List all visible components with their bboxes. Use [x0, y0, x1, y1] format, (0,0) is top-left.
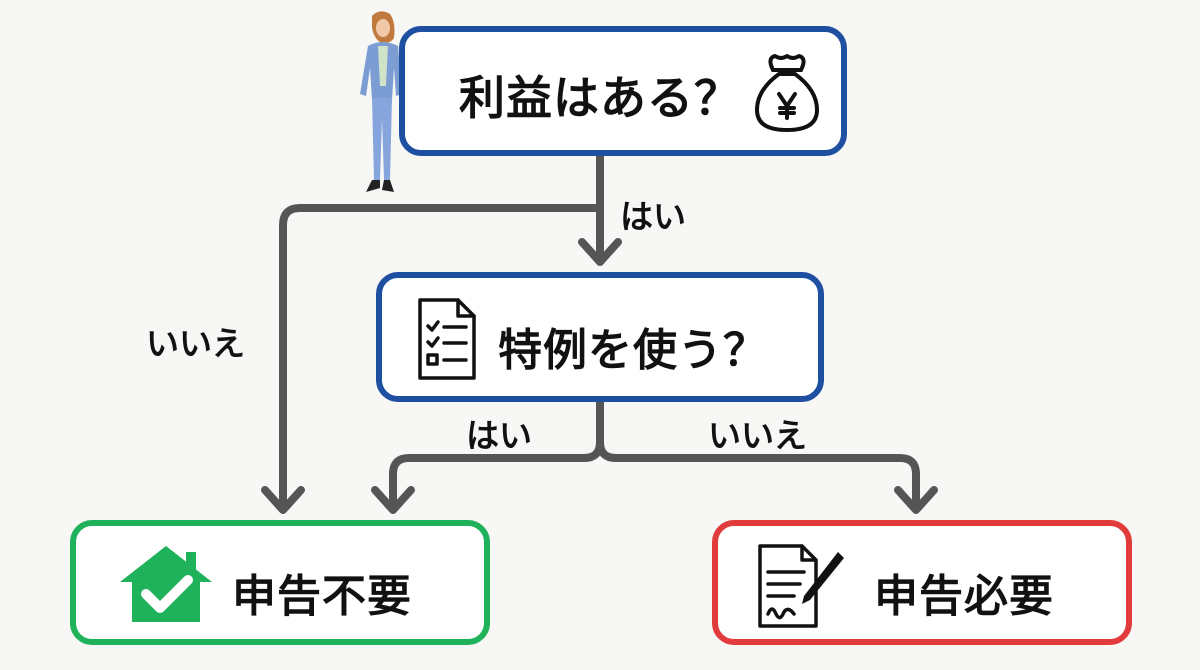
- edge-label-yes-bottom: はい: [466, 416, 532, 455]
- connector-profit-no: [279, 204, 604, 509]
- connector-special-no: [596, 438, 920, 509]
- checklist-document-icon: [418, 298, 476, 380]
- edge-label-no-bottom: いいえ: [708, 416, 807, 455]
- money-bag-yen-icon: [755, 54, 819, 132]
- result-required-label: 申告必要: [874, 571, 1054, 622]
- result-required-box: 申告必要: [712, 520, 1132, 645]
- question-special-box: 特例を使う？: [376, 272, 824, 402]
- person-illustration: [360, 11, 402, 192]
- arrowhead-no-to-required: [894, 486, 938, 514]
- arrowhead-yes-to-not-required: [371, 486, 415, 514]
- question-profit-label: 利益はある？: [459, 71, 741, 125]
- edge-label-yes-top: はい: [620, 197, 686, 236]
- edge-label-no-left: いいえ: [146, 324, 245, 363]
- house-check-icon: [120, 546, 212, 622]
- document-signature-icon: [758, 544, 844, 628]
- question-profit-box: 利益はある？: [399, 26, 847, 156]
- question-special-label: 特例を使う？: [498, 325, 768, 376]
- result-not-required-label: 申告不要: [232, 571, 412, 622]
- result-not-required-box: 申告不要: [70, 520, 490, 645]
- arrowhead-to-special: [578, 238, 622, 266]
- arrowhead-no-to-not-required: [261, 486, 305, 514]
